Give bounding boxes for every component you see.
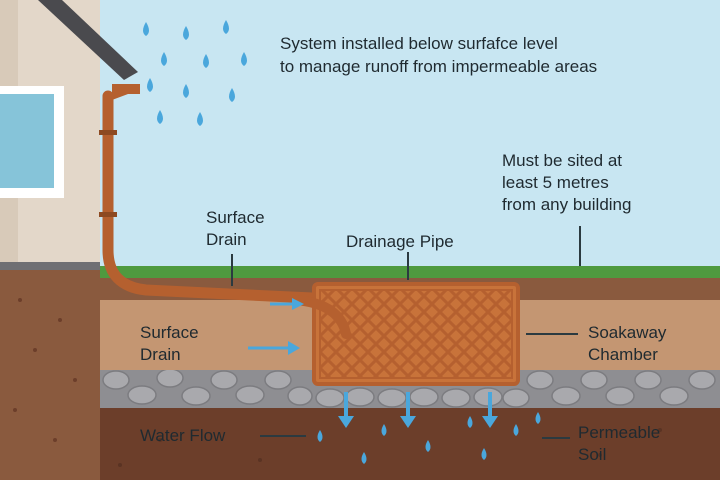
raindrop-icon: [203, 54, 209, 68]
surface-drain-side-label: Surface Drain: [140, 323, 199, 364]
water-flow-label: Water Flow: [140, 426, 226, 445]
raindrop-icon: [197, 112, 203, 126]
water-arrow-icon: [248, 341, 300, 355]
outflow-arrows: [338, 392, 498, 428]
water-arrow-icon: [270, 298, 304, 310]
water-arrow-icon: [338, 392, 354, 428]
header-line-1: System installed below surfafce level: [280, 34, 558, 53]
sky: [0, 0, 720, 270]
header-line-2: to manage runoff from impermeable areas: [280, 57, 598, 76]
gravel-stones: [102, 368, 716, 408]
raindrop-icon: [223, 20, 229, 34]
deep-soil-speckles: [118, 428, 662, 467]
water-arrow-icon: [400, 392, 416, 428]
siting-label: Must be sited at least 5 metres from any…: [502, 151, 632, 214]
raindrop-icon: [229, 88, 235, 102]
surface-drain-top-label: Surface Drain: [206, 208, 265, 249]
raindrop-icon: [183, 84, 189, 98]
inflow-arrows: [248, 298, 304, 355]
foundation-speckles: [13, 298, 77, 442]
leader-lines: [231, 226, 581, 439]
raindrop-icon: [143, 22, 149, 36]
raindrop-icon: [157, 110, 163, 124]
raindrop-icon: [161, 52, 167, 66]
raindrop-icon: [241, 52, 247, 66]
soakaway-chamber-label: Soakaway Chamber: [588, 323, 667, 364]
house-foundation: [0, 262, 100, 480]
window-glass: [0, 94, 54, 188]
permeable-soil-label: Permeable Soil: [578, 423, 661, 464]
roof-edge: [38, 0, 138, 80]
raindrop-icon: [183, 26, 189, 40]
soil-droplets: [317, 412, 541, 464]
lattice-chamber-icon: [312, 282, 520, 386]
water-arrow-icon: [482, 392, 498, 428]
pipe-inlet: [291, 295, 351, 339]
drainage-pipe-label: Drainage Pipe: [346, 232, 454, 251]
grass: [100, 266, 720, 278]
raindrop-icon: [147, 78, 153, 92]
raindrop-icons: [143, 20, 247, 126]
foundation-cap: [0, 262, 100, 270]
